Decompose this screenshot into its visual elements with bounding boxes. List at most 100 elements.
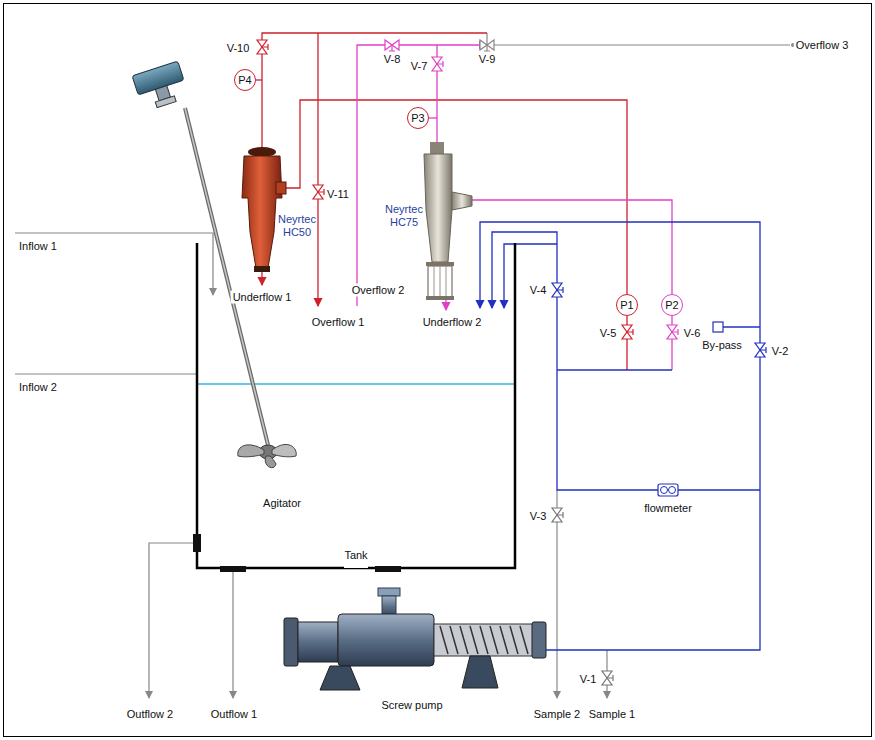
drawing-use xyxy=(667,325,678,339)
drawing-rect xyxy=(284,618,298,666)
drawing-use xyxy=(257,40,268,54)
drawing-rect xyxy=(375,566,401,572)
drawing-path xyxy=(15,233,213,295)
drawing-use xyxy=(480,40,494,51)
drawing-rect xyxy=(430,142,444,154)
drawing-use xyxy=(313,185,324,199)
part-label: V-7 xyxy=(409,60,430,73)
part-label: Overflow 2 xyxy=(350,284,407,297)
part-label: Overflow 3 xyxy=(794,39,851,52)
tank-outline xyxy=(197,243,515,568)
equipment-name: Neyrtec HC75 xyxy=(379,203,429,229)
part-label: V-10 xyxy=(225,42,252,55)
drawing-path xyxy=(723,326,760,327)
drawing-path xyxy=(357,45,487,306)
drawing-path xyxy=(284,100,627,294)
drawing-path xyxy=(256,79,262,80)
drawing-rect xyxy=(254,266,270,272)
hc75-hydrocyclone xyxy=(424,142,472,300)
part-label: Screw pump xyxy=(379,699,444,712)
frame xyxy=(4,4,872,737)
pressure-gauge: P2 xyxy=(661,294,683,316)
drawing-circle xyxy=(661,487,668,494)
drawing-use xyxy=(552,508,563,522)
node-text: Tank xyxy=(344,549,367,568)
process-lines xyxy=(15,33,790,698)
valves xyxy=(257,40,766,685)
drawing-path xyxy=(320,656,498,690)
part-label: Sample 2 xyxy=(532,708,582,721)
screw-thread xyxy=(440,626,528,654)
hc50-lines xyxy=(256,33,627,370)
drawing-path xyxy=(429,117,437,118)
drawing-path xyxy=(452,192,472,210)
part-label: Overflow 1 xyxy=(310,316,367,329)
drawing-rect xyxy=(338,614,434,666)
drawing-rect xyxy=(276,182,286,194)
drawing-path xyxy=(434,266,446,298)
drawing-use xyxy=(755,343,766,357)
drawing-g xyxy=(132,61,189,112)
part-label: V-5 xyxy=(598,327,619,340)
drawing-path xyxy=(272,444,296,456)
part-label: V-2 xyxy=(770,345,791,358)
drawing-path xyxy=(238,445,264,457)
part-label: V-4 xyxy=(528,284,549,297)
equipment-name: Neyrtec HC50 xyxy=(272,213,322,239)
node-text: P4 xyxy=(238,74,251,87)
drawing-path xyxy=(265,456,276,468)
drawing-path xyxy=(480,222,760,650)
drawing-rect xyxy=(532,622,546,658)
drawing-path xyxy=(557,369,672,370)
pressure-gauge: P3 xyxy=(407,107,429,129)
drawing-rect xyxy=(426,296,454,300)
drawing-path xyxy=(232,570,233,698)
hc50-hydrocyclone xyxy=(242,147,286,272)
drawing-path xyxy=(557,370,760,490)
drawing-path xyxy=(470,200,672,294)
drawing-rect xyxy=(378,588,400,596)
pressure-gauge: P4 xyxy=(234,69,256,91)
part-label: Agitator xyxy=(261,497,303,510)
drawing-path xyxy=(262,33,487,148)
part-label: Outflow 1 xyxy=(209,708,259,721)
node-text: P1 xyxy=(620,299,633,312)
feed-lines xyxy=(480,222,760,650)
drawing-rect xyxy=(220,566,246,572)
drawing-g xyxy=(238,444,296,467)
drawing-rect xyxy=(298,622,338,662)
drawing-path xyxy=(626,316,627,370)
part-label: flowmeter xyxy=(642,502,694,515)
drawing-path xyxy=(317,33,318,306)
node-text: P2 xyxy=(665,299,678,312)
water-level xyxy=(197,383,515,385)
drawing-use xyxy=(552,283,563,297)
drawing-path xyxy=(504,244,557,308)
part-label: Inflow 1 xyxy=(17,240,59,253)
drawing-path xyxy=(15,373,197,374)
drawing-rect xyxy=(155,96,176,108)
drawing-path xyxy=(424,154,452,262)
drawing-rect xyxy=(193,534,201,552)
drawing-path xyxy=(445,300,446,310)
part-label: Sample 1 xyxy=(587,708,637,721)
pressure-gauge: P1 xyxy=(616,294,638,316)
screw-pump xyxy=(284,588,546,690)
part-label: V-3 xyxy=(528,510,549,523)
drawing-use xyxy=(432,57,443,71)
tank-fittings xyxy=(193,534,401,572)
part-label: Underflow 1 xyxy=(231,291,294,304)
part-label: Inflow 2 xyxy=(17,381,59,394)
drawing-use xyxy=(622,325,633,339)
part-label: By-pass xyxy=(700,339,744,352)
drawing-path xyxy=(261,272,262,285)
part-label: Outflow 2 xyxy=(125,708,175,721)
drawing-circle xyxy=(669,487,676,494)
drawing-rect xyxy=(658,484,678,496)
part-label: V-8 xyxy=(382,53,403,66)
agitator xyxy=(132,61,296,468)
drawing-use xyxy=(602,671,613,685)
